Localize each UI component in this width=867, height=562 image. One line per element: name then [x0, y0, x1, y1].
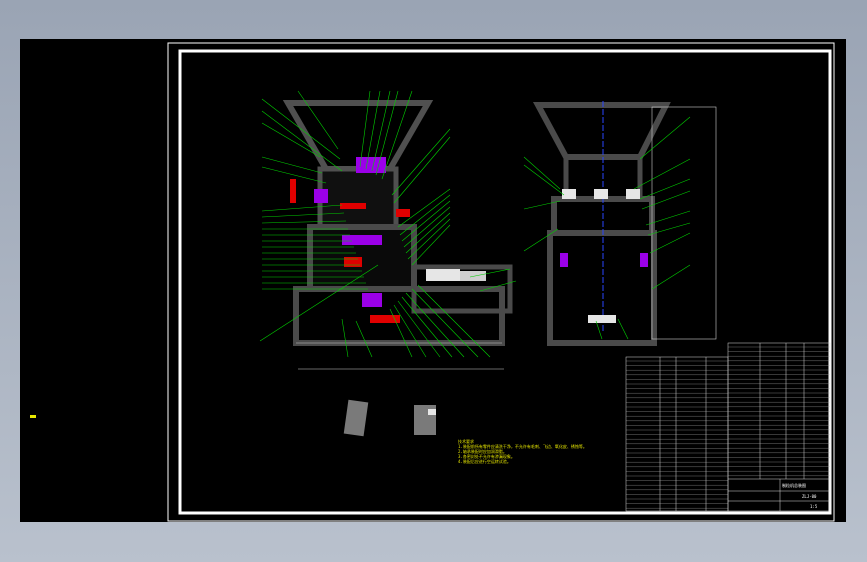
side-roller-2 — [594, 189, 608, 199]
tech-req-line-1: 1.装配前所有零件应清洗干净，不允许有毛刺、飞边、氧化皮、锈蚀等。 — [458, 444, 587, 449]
side-lower-frame — [547, 230, 657, 346]
front-side-purple — [314, 189, 328, 203]
front-shaft-purple — [342, 235, 382, 245]
side-view — [523, 101, 717, 346]
side-outline — [651, 106, 717, 340]
title-block-name: 制粒机总装图 — [782, 483, 806, 488]
front-roller-red — [344, 257, 362, 267]
ucs-axis-marker — [30, 415, 36, 418]
front-leader-lines — [259, 90, 517, 358]
technical-requirements: 技术要求 1.装配前所有零件应清洗干净，不允许有毛刺、飞边、氧化皮、锈蚀等。 2… — [458, 439, 587, 464]
detail-part-2-notch — [428, 409, 436, 415]
side-base-white — [588, 315, 616, 323]
front-gear-purple — [362, 293, 382, 307]
front-upper-housing — [317, 166, 399, 230]
side-hopper — [532, 102, 671, 160]
cad-drawing-canvas — [167, 42, 835, 522]
detail-part-1 — [343, 399, 369, 437]
side-roller-1 — [562, 189, 576, 199]
side-leader-lines — [523, 116, 691, 340]
detail-views — [343, 399, 436, 437]
front-pulley-white — [460, 271, 486, 281]
side-bearing-left — [560, 253, 568, 267]
title-block-drawing-no: ZLJ-00 — [802, 494, 817, 499]
tech-req-title: 技术要求 — [458, 439, 474, 444]
front-bolt-red — [396, 209, 410, 217]
tech-req-line-2: 2.轴承装配时应加润滑脂。 — [458, 449, 507, 454]
side-roller-3 — [626, 189, 640, 199]
cad-viewport[interactable]: 技术要求 1.装配前所有零件应清洗干净，不允许有毛刺、飞边、氧化皮、锈蚀等。 2… — [20, 39, 846, 522]
front-die-red — [340, 203, 366, 209]
front-base-red — [370, 315, 400, 323]
sheet-inner-border — [178, 49, 832, 515]
parts-list-rows — [626, 346, 830, 509]
front-bearing-purple — [356, 157, 386, 173]
front-view — [259, 90, 517, 370]
tech-req-line-4: 4.装配后应进行空运转试验。 — [458, 459, 511, 464]
title-block-scale: 1:5 — [810, 504, 818, 509]
sheet-outer-border — [167, 42, 835, 522]
tech-req-line-3: 3.各密封处不允许有渗漏现象。 — [458, 454, 515, 459]
side-bearing-right — [640, 253, 648, 267]
front-coupling-white — [426, 269, 460, 281]
front-left-red — [290, 179, 296, 203]
